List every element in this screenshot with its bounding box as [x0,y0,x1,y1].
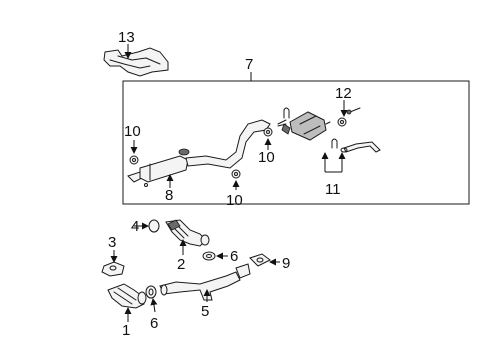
front-converter-part [165,219,210,247]
tailpipe-part [340,141,381,153]
muffler-part [277,111,331,141]
callout-3: 3 [108,234,116,251]
gasket-part-a [148,219,160,233]
flange-gasket-part [249,253,271,267]
hanger-bolt-part [337,107,361,127]
hanger-clamp-part-a [283,107,338,149]
hanger-part-a [129,155,139,165]
callout-6-a: 6 [230,248,238,265]
assembly-group-box [122,80,470,205]
hanger-part-b [263,127,273,137]
shield-bracket-part [101,261,125,277]
callout-6-b: 6 [150,315,158,332]
callout-9: 9 [282,255,290,272]
callout-12: 12 [335,85,352,102]
y-pipe-part [159,263,251,301]
callout-1: 1 [122,322,130,339]
callout-7: 7 [245,56,253,73]
callout-13: 13 [118,29,135,46]
gasket-part-c [145,285,157,299]
callout-11: 11 [325,181,341,198]
rear-converter-part [107,283,147,309]
hanger-part-c [231,169,241,179]
callout-10-c: 10 [226,192,243,209]
callout-10-b: 10 [258,149,275,166]
gasket-part-b [202,251,216,261]
callout-2: 2 [177,256,185,273]
callout-8: 8 [165,187,173,204]
callout-10-a: 10 [124,123,141,140]
heat-shield-part [103,47,169,77]
resonator-pipe-part [127,119,271,187]
callout-5: 5 [201,303,209,320]
callout-4: 4 [131,218,139,235]
